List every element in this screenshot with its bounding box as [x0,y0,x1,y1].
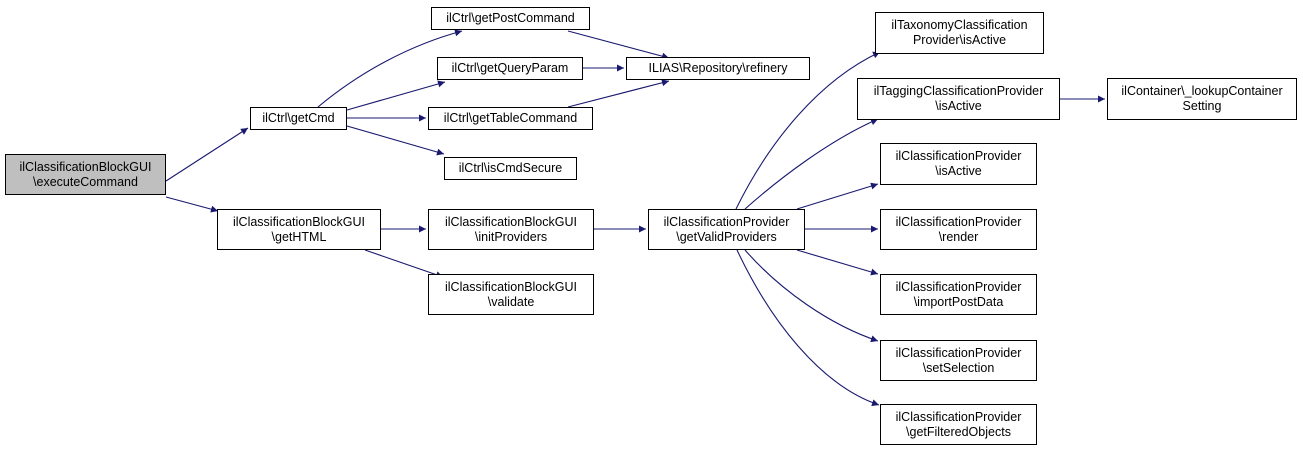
node-getHTML-line-1: ilClassificationBlockGUI [233,214,365,229]
node-getQueryParam[interactable]: ilCtrl\getQueryParam [437,57,583,80]
edge-getCmd-to-getPostCommand [317,29,463,108]
node-setSelection[interactable]: ilClassificationProvider \setSelection [880,340,1037,381]
node-lookupContainer-line-1: ilContainer\_lookupContainer [1121,84,1283,98]
node-tagIsActive[interactable]: ilTaggingClassificationProvider \isActiv… [857,78,1060,120]
node-getValidProviders-line-2: \getValidProviders [676,229,777,244]
node-getTableCommand-line-1: ilCtrl\getTableCommand [443,111,578,125]
node-initProviders-line-2: \initProviders [474,229,548,244]
edge-getPostCommand-to-refinery [567,30,670,60]
node-validate-line-1: ilClassificationBlockGUI [445,279,577,294]
node-getFilteredObjects-line-2: \getFilteredObjects [906,424,1011,439]
node-isCmdSecure[interactable]: ilCtrl\isCmdSecure [444,157,577,180]
node-validate-line-2: \validate [487,294,535,309]
node-initProviders[interactable]: ilClassificationBlockGUI \initProviders [428,209,594,250]
edge-getValidProviders-to-isActive [796,182,879,210]
node-root: ilClassificationBlockGUI \executeCommand [5,154,166,195]
node-taxIsActive[interactable]: ilTaxonomyClassification Provider\isActi… [875,12,1044,54]
node-getQueryParam-line-1: ilCtrl\getQueryParam [451,61,569,75]
node-root-line-2: \executeCommand [33,174,138,189]
node-taxIsActive-line-1: ilTaxonomyClassification [891,18,1028,32]
node-refinery-line-1: ILIAS\Repository\refinery [648,61,788,75]
node-getValidProviders[interactable]: ilClassificationProvider \getValidProvid… [648,209,805,250]
node-importPostData-line-2: \importPostData [913,294,1004,309]
node-getFilteredObjects[interactable]: ilClassificationProvider \getFilteredObj… [880,404,1037,445]
edge-getTableCommand-to-refinery [567,79,670,108]
node-tagIsActive-line-1: ilTaggingClassificationProvider [873,84,1044,98]
node-importPostData-line-1: ilClassificationProvider [895,279,1022,294]
edge-getValidProviders-to-taxIsActive [735,51,881,210]
node-isActive-line-2: \isActive [935,164,982,178]
node-getCmd-line-1: ilCtrl\getCmd [262,111,335,125]
node-lookupContainer[interactable]: ilContainer\_lookupContainer Setting [1107,78,1297,120]
node-tagIsActive-line-2: \isActive [935,99,982,113]
node-getHTML-line-2: \getHTML [271,229,327,244]
edge-getHTML-to-validate [364,249,444,279]
node-validate[interactable]: ilClassificationBlockGUI \validate [428,274,594,315]
edge-root-to-getHTML [165,196,219,213]
node-setSelection-line-1: ilClassificationProvider [895,345,1022,360]
node-render-line-2: \render [938,229,979,244]
node-getValidProviders-line-1: ilClassificationProvider [663,214,790,229]
node-getFilteredObjects-line-1: ilClassificationProvider [895,409,1022,424]
edge-getCmd-to-isCmdSecure [346,125,445,156]
node-getPostCommand[interactable]: ilCtrl\getPostCommand [431,7,590,30]
node-isActive[interactable]: ilClassificationProvider \isActive [880,143,1037,185]
node-getTableCommand[interactable]: ilCtrl\getTableCommand [428,107,593,130]
node-isActive-line-1: ilClassificationProvider [895,149,1022,163]
edge-getValidProviders-to-importPostData [796,249,879,276]
node-render-line-1: ilClassificationProvider [895,214,1022,229]
edge-getValidProviders-to-tagIsActive [744,118,879,210]
edge-getValidProviders-to-getFilteredObjects [736,249,880,407]
node-taxIsActive-line-2: Provider\isActive [912,33,1007,47]
node-refinery[interactable]: ILIAS\Repository\refinery [626,57,810,80]
edge-getValidProviders-to-setSelection [744,249,879,343]
node-lookupContainer-line-2: Setting [1182,99,1222,113]
node-isCmdSecure-line-1: ilCtrl\isCmdSecure [458,161,563,175]
node-getCmd[interactable]: ilCtrl\getCmd [250,107,347,130]
node-getHTML[interactable]: ilClassificationBlockGUI \getHTML [217,209,381,250]
node-render[interactable]: ilClassificationProvider \render [880,209,1037,250]
node-root-line-1: ilClassificationBlockGUI [19,159,152,174]
edge-getCmd-to-getQueryParam [346,80,446,111]
edge-root-to-getCmd [165,127,249,182]
node-setSelection-line-2: \setSelection [922,360,995,375]
node-importPostData[interactable]: ilClassificationProvider \importPostData [880,274,1037,315]
node-initProviders-line-1: ilClassificationBlockGUI [445,214,577,229]
node-getPostCommand-line-1: ilCtrl\getPostCommand [446,11,575,25]
